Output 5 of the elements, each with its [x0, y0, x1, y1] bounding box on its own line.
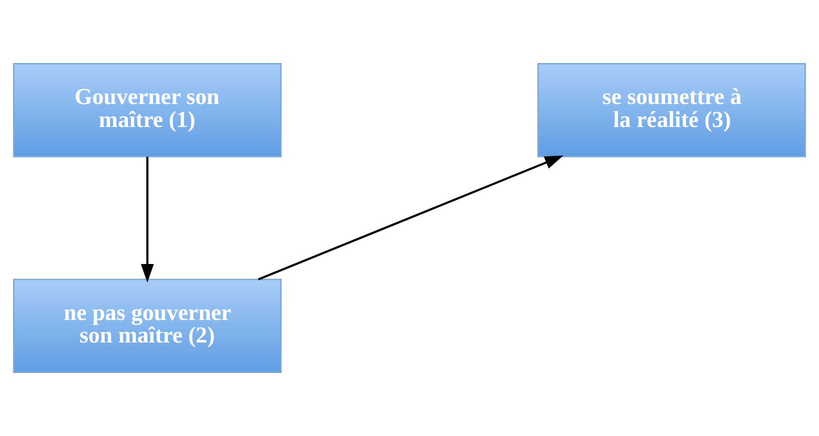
arrow: [140, 156, 154, 283]
arrow: [258, 156, 564, 280]
node-box: ne pas gouverner son maître (2): [13, 278, 282, 373]
node-box: Gouverner son maître (1): [13, 63, 282, 158]
node-box: se soumettre à la réalité (3): [537, 63, 806, 158]
